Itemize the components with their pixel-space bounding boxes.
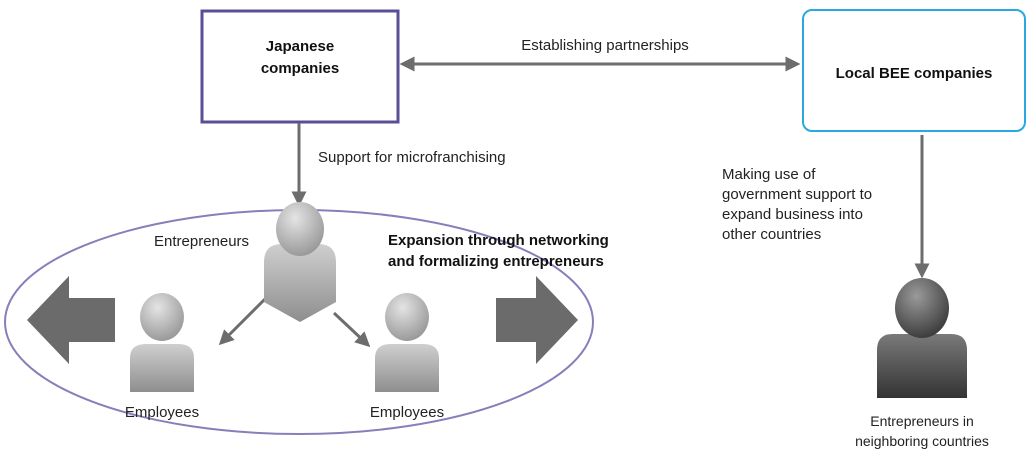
gov-support-line3: expand business into bbox=[722, 206, 863, 223]
employee-left-person-icon bbox=[130, 293, 194, 392]
japanese-companies-label: Japanese companies bbox=[202, 36, 398, 80]
gov-support-label: Making use of government support to expa… bbox=[722, 165, 922, 245]
microfranchise-label: Support for microfranchising bbox=[318, 149, 506, 166]
local-bee-box bbox=[802, 9, 1026, 132]
japanese-companies-line2: companies bbox=[260, 60, 340, 77]
partnership-label: Establishing partnerships bbox=[521, 37, 689, 54]
entrepreneur-person-icon bbox=[264, 202, 336, 322]
employee-right-person-icon bbox=[375, 293, 439, 392]
expansion-line2: and formalizing entrepreneurs bbox=[388, 253, 604, 270]
entrepreneur-to-employee-right-arrow bbox=[332, 311, 371, 348]
expand-left-arrow bbox=[27, 276, 115, 364]
neighbor-entrepreneurs-line1: Entrepreneurs in bbox=[870, 413, 974, 429]
entrepreneur-to-employee-left-arrow bbox=[218, 295, 269, 346]
expand-right-arrow bbox=[496, 276, 578, 364]
japanese-companies-box bbox=[200, 9, 400, 124]
expansion-label: Expansion through networking and formali… bbox=[388, 230, 688, 272]
neighbor-entrepreneurs-line2: neighboring countries bbox=[855, 433, 989, 449]
neighbor-entrepreneurs-label: Entrepreneurs in neighboring countries bbox=[832, 411, 1012, 451]
employees-right-label: Employees bbox=[369, 404, 445, 421]
employees-left-label: Employees bbox=[124, 404, 200, 421]
gov-support-line2: government support to bbox=[722, 186, 873, 203]
neighbor-entrepreneur-person-icon bbox=[877, 278, 967, 398]
gov-support-line1: Making use of bbox=[722, 166, 816, 183]
local-bee-label: Local BEE companies bbox=[835, 65, 993, 82]
japanese-companies-line1: Japanese bbox=[265, 38, 335, 55]
gov-support-line4: other countries bbox=[722, 226, 822, 243]
entrepreneurs-label: Entrepreneurs bbox=[154, 233, 250, 250]
expansion-line1: Expansion through networking bbox=[388, 232, 609, 249]
